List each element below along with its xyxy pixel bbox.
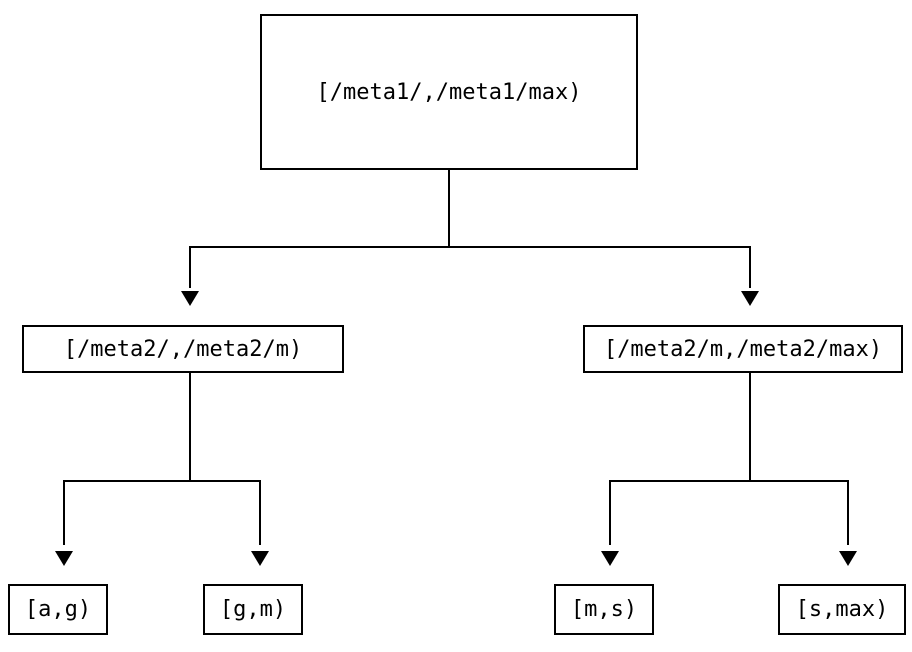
node-root-label: [/meta1/,/meta1/max) <box>316 79 582 105</box>
arrowhead-down-icon <box>601 551 619 566</box>
arrowhead-down-icon <box>741 291 759 306</box>
node-leaf-smax-label: [s,max) <box>795 597 889 622</box>
connector-left-right-drop <box>259 480 261 545</box>
node-leaf-ag-label: [a,g) <box>24 597 92 622</box>
node-root: [/meta1/,/meta1/max) <box>260 14 638 170</box>
node-leaf-smax: [s,max) <box>778 584 906 635</box>
connector-right-stem <box>749 373 751 481</box>
connector-root-right-drop <box>749 246 751 288</box>
connector-right-right-drop <box>847 480 849 545</box>
arrowhead-down-icon <box>181 291 199 306</box>
connector-root-left-drop <box>189 246 191 288</box>
node-leaf-ms-label: [m,s) <box>570 597 638 622</box>
connector-left-left-drop <box>63 480 65 545</box>
node-left: [/meta2/,/meta2/m) <box>22 325 344 373</box>
connector-right-horizontal <box>609 480 849 482</box>
node-right: [/meta2/m,/meta2/max) <box>583 325 903 373</box>
arrowhead-down-icon <box>251 551 269 566</box>
arrowhead-down-icon <box>55 551 73 566</box>
node-leaf-gm-label: [g,m) <box>219 597 287 622</box>
node-right-label: [/meta2/m,/meta2/max) <box>603 336 883 362</box>
connector-root-horizontal <box>189 246 751 248</box>
connector-root-stem <box>448 170 450 247</box>
connector-left-horizontal <box>63 480 261 482</box>
node-leaf-ag: [a,g) <box>8 584 108 635</box>
node-left-label: [/meta2/,/meta2/m) <box>63 336 303 362</box>
node-leaf-ms: [m,s) <box>554 584 654 635</box>
node-leaf-gm: [g,m) <box>203 584 303 635</box>
connector-right-left-drop <box>609 480 611 545</box>
arrowhead-down-icon <box>839 551 857 566</box>
connector-left-stem <box>189 373 191 481</box>
